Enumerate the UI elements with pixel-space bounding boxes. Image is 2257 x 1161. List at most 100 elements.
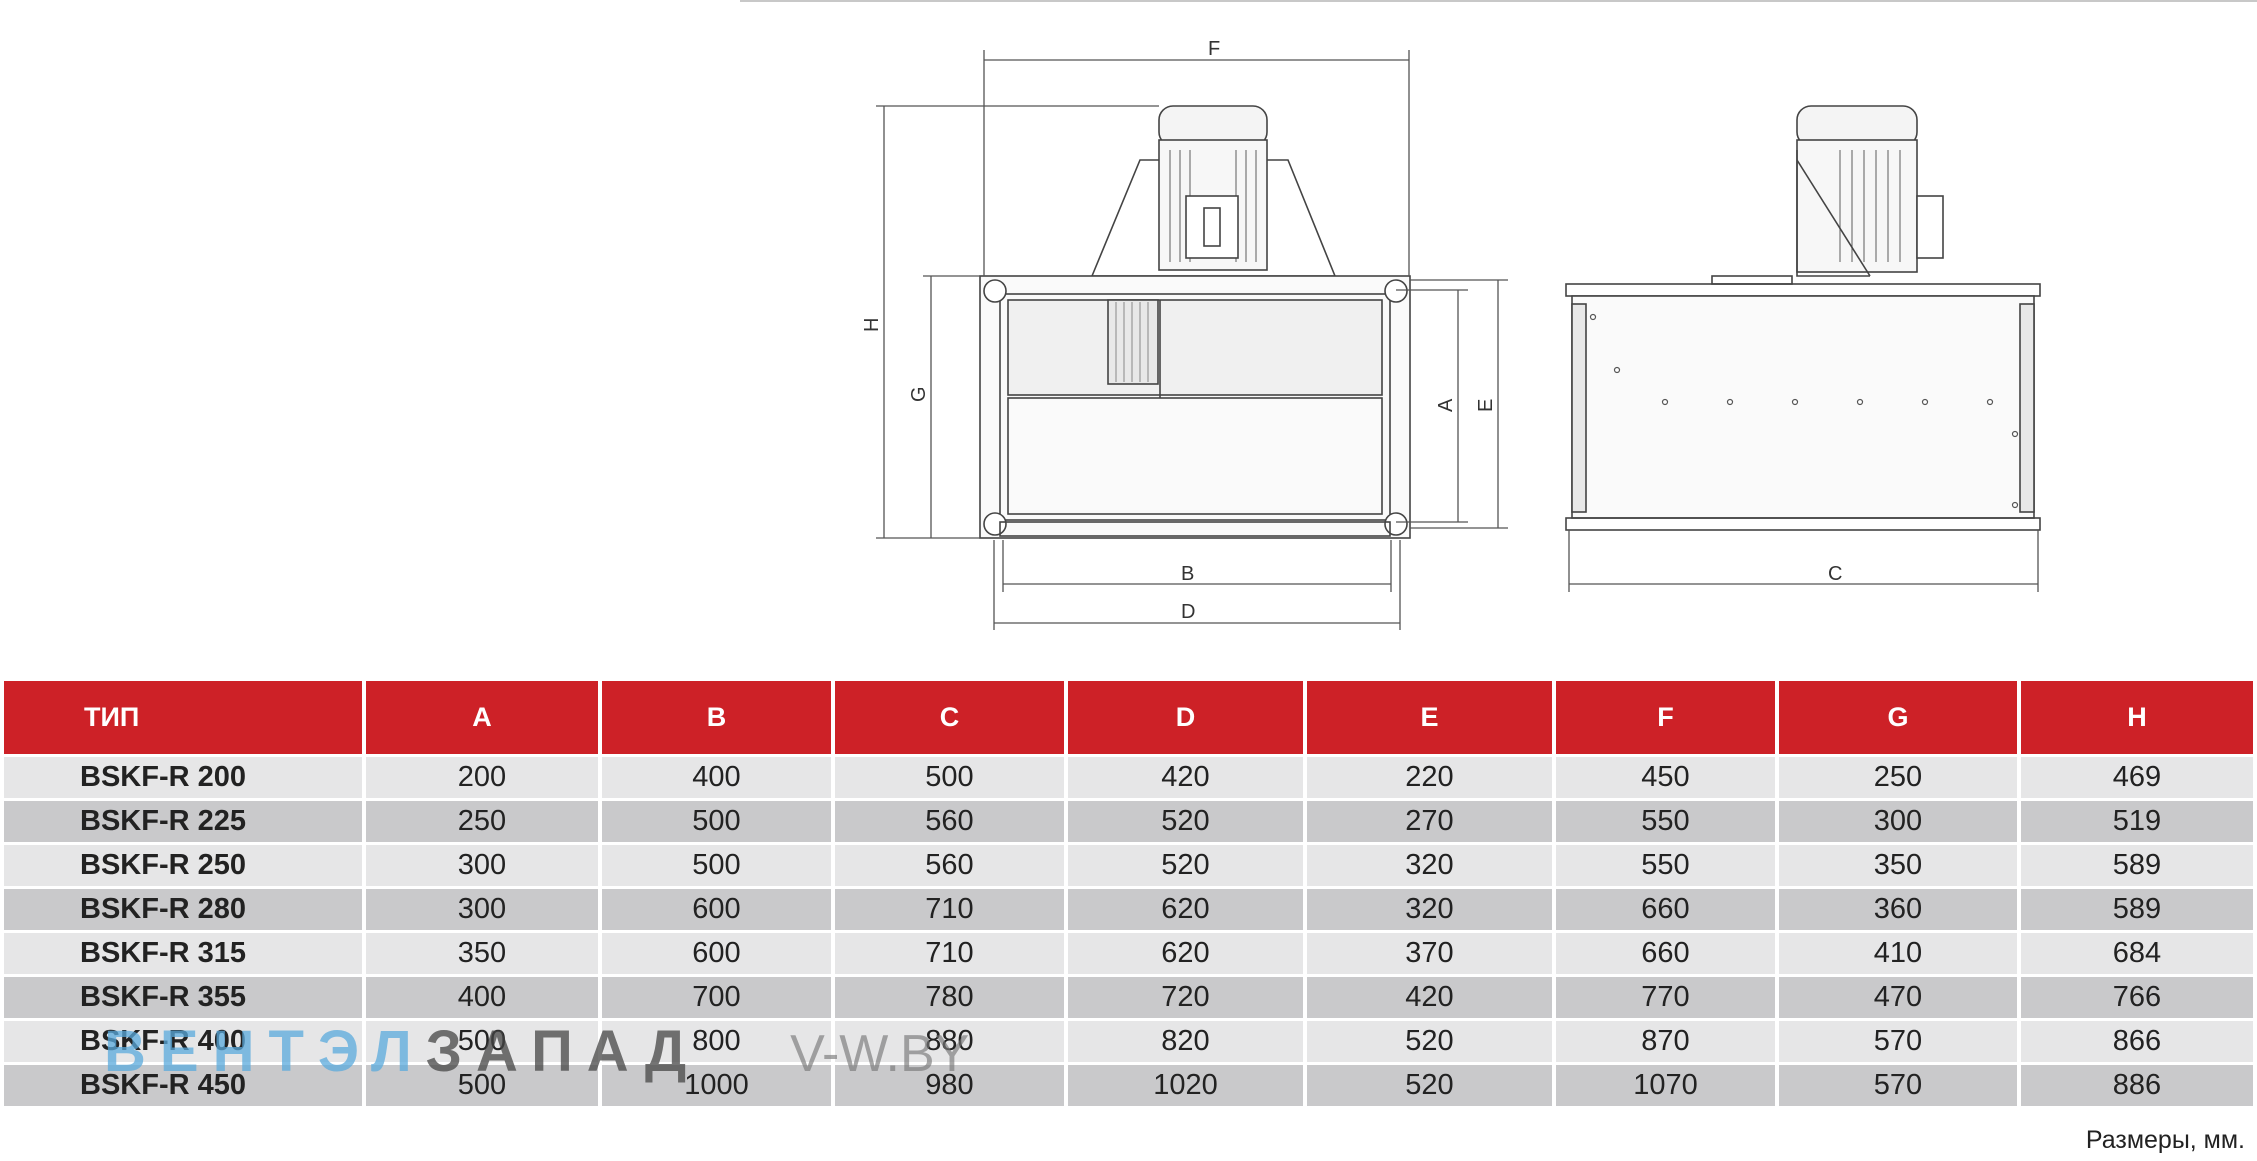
- cell-e: 520: [1307, 1065, 1552, 1106]
- cell-type: BSKF-R 315: [4, 933, 362, 974]
- cell-a: 350: [366, 933, 598, 974]
- dim-d-label: D: [1181, 601, 1195, 623]
- cell-c: 780: [835, 977, 1064, 1018]
- cell-g: 410: [1779, 933, 2017, 974]
- header-b: B: [602, 681, 831, 754]
- header-e: E: [1307, 681, 1552, 754]
- cell-c: 560: [835, 845, 1064, 886]
- header-f: F: [1556, 681, 1775, 754]
- cell-type: BSKF-R 400: [4, 1021, 362, 1062]
- side-housing: [1571, 295, 2035, 519]
- top-divider: [740, 0, 2257, 2]
- cell-f: 550: [1556, 801, 1775, 842]
- cell-b: 400: [602, 757, 831, 798]
- cell-g: 350: [1779, 845, 2017, 886]
- cell-a: 400: [366, 977, 598, 1018]
- header-g: G: [1779, 681, 2017, 754]
- cell-b: 600: [602, 889, 831, 930]
- cell-a: 300: [366, 845, 598, 886]
- cell-a: 250: [366, 801, 598, 842]
- dim-a-label: A: [1435, 398, 1457, 412]
- header-c: C: [835, 681, 1064, 754]
- cell-c: 980: [835, 1065, 1064, 1106]
- cell-a: 200: [366, 757, 598, 798]
- cell-g: 360: [1779, 889, 2017, 930]
- dim-h-label: H: [861, 318, 883, 332]
- cell-a: 500: [366, 1065, 598, 1106]
- cell-h: 684: [2021, 933, 2253, 974]
- cell-b: 800: [602, 1021, 831, 1062]
- dim-c-label: C: [1828, 563, 1842, 585]
- cell-f: 870: [1556, 1021, 1775, 1062]
- cell-d: 620: [1068, 889, 1303, 930]
- units-note: Размеры, мм.: [2085, 1126, 2245, 1154]
- cell-d: 1020: [1068, 1065, 1303, 1106]
- cell-f: 1070: [1556, 1065, 1775, 1106]
- cell-e: 320: [1307, 845, 1552, 886]
- cell-h: 469: [2021, 757, 2253, 798]
- cell-b: 700: [602, 977, 831, 1018]
- cell-f: 660: [1556, 889, 1775, 930]
- cell-g: 470: [1779, 977, 2017, 1018]
- cell-c: 710: [835, 933, 1064, 974]
- cell-h: 589: [2021, 845, 2253, 886]
- cell-b: 600: [602, 933, 831, 974]
- cell-type: BSKF-R 200: [4, 757, 362, 798]
- dim-e-label: E: [1475, 399, 1497, 412]
- cell-f: 450: [1556, 757, 1775, 798]
- dim-b-label: B: [1181, 563, 1194, 585]
- cell-c: 560: [835, 801, 1064, 842]
- dim-g-label: G: [908, 386, 930, 402]
- cell-f: 550: [1556, 845, 1775, 886]
- cell-b: 1000: [602, 1065, 831, 1106]
- cell-h: 866: [2021, 1021, 2253, 1062]
- fan-dimension-drawing: F H G A E B D C: [861, 38, 2041, 630]
- header-h: H: [2021, 681, 2253, 754]
- cell-b: 500: [602, 801, 831, 842]
- cell-g: 250: [1779, 757, 2017, 798]
- header-type: ТИП: [4, 681, 362, 754]
- cell-type: BSKF-R 250: [4, 845, 362, 886]
- cell-e: 220: [1307, 757, 1552, 798]
- cell-type: BSKF-R 225: [4, 801, 362, 842]
- cell-g: 570: [1779, 1065, 2017, 1106]
- header-d: D: [1068, 681, 1303, 754]
- cell-type: BSKF-R 355: [4, 977, 362, 1018]
- cell-d: 620: [1068, 933, 1303, 974]
- header-a: A: [366, 681, 598, 754]
- side-motor-body: [1796, 139, 1918, 273]
- cell-g: 570: [1779, 1021, 2017, 1062]
- cell-h: 766: [2021, 977, 2253, 1018]
- cell-g: 300: [1779, 801, 2017, 842]
- cell-d: 420: [1068, 757, 1303, 798]
- cell-h: 519: [2021, 801, 2253, 842]
- cell-type: BSKF-R 280: [4, 889, 362, 930]
- cell-c: 500: [835, 757, 1064, 798]
- cell-e: 420: [1307, 977, 1552, 1018]
- cell-d: 720: [1068, 977, 1303, 1018]
- cell-d: 520: [1068, 845, 1303, 886]
- cell-d: 520: [1068, 801, 1303, 842]
- cell-a: 500: [366, 1021, 598, 1062]
- cell-e: 520: [1307, 1021, 1552, 1062]
- cell-type: BSKF-R 450: [4, 1065, 362, 1106]
- cell-c: 880: [835, 1021, 1064, 1062]
- cell-d: 820: [1068, 1021, 1303, 1062]
- cell-h: 886: [2021, 1065, 2253, 1106]
- cell-f: 770: [1556, 977, 1775, 1018]
- cell-f: 660: [1556, 933, 1775, 974]
- cell-a: 300: [366, 889, 598, 930]
- cell-h: 589: [2021, 889, 2253, 930]
- cell-e: 370: [1307, 933, 1552, 974]
- cell-c: 710: [835, 889, 1064, 930]
- dim-f-label: F: [1208, 38, 1220, 60]
